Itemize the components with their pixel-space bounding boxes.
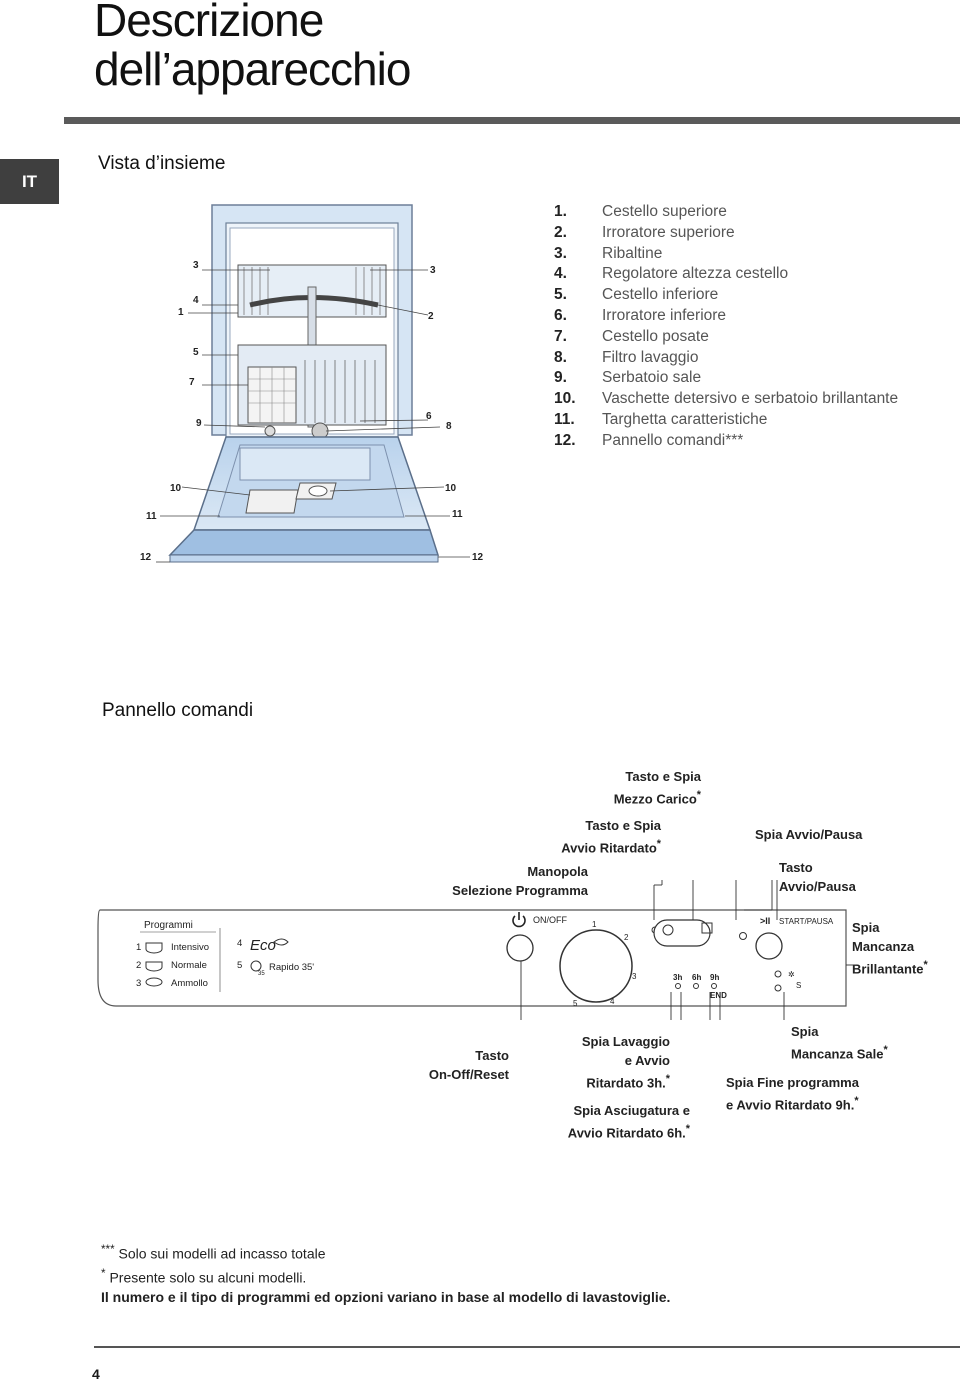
wash-led-label: Spia Lavaggio e Avvio Ritardato 3h.*	[581, 1034, 670, 1091]
svg-text:3: 3	[632, 972, 637, 981]
half-load-label: Tasto e Spia Mezzo Carico*	[613, 769, 701, 807]
delay-start-label: Tasto e Spia Avvio Ritardato*	[561, 818, 661, 856]
callout-12-right: 12	[472, 552, 484, 563]
clock-icon	[662, 924, 674, 936]
onoff-label: Tasto On-Off/Reset	[428, 1048, 509, 1082]
list-item: 10.Vaschette detersivo e serbatoio brill…	[554, 390, 899, 408]
program-4-name: Eco	[250, 937, 276, 954]
start-led-label: Spia Avvio/Pausa	[755, 827, 863, 842]
pot-icon	[145, 942, 163, 954]
program-3-name: Ammollo	[171, 978, 208, 989]
callout-10-left: 10	[170, 483, 182, 494]
list-item: 12.Pannello comandi***	[554, 431, 744, 449]
salt-led-label: Spia Mancanza Sale*	[791, 1024, 888, 1062]
list-item: 6.Irroratore inferiore	[554, 306, 727, 324]
power-icon	[512, 912, 526, 928]
footnote-3: Il numero e il tipo di programmi ed opzi…	[101, 1289, 671, 1306]
program-4-num: 4	[237, 938, 242, 949]
program-2-name: Normale	[171, 960, 207, 971]
start-pause-button	[755, 932, 783, 960]
program-5-name: Rapido 35'	[269, 962, 314, 973]
list-item: 9.Serbatoio sale	[554, 369, 702, 387]
rinse-aid-label: Spia Mancanza Brillantante*	[852, 920, 928, 977]
start-led	[739, 932, 747, 940]
title-rule	[64, 117, 960, 124]
callout-3-right: 3	[430, 265, 436, 276]
program-5-num: 5	[237, 960, 242, 971]
language-tab: IT	[0, 159, 59, 204]
list-item: 5.Cestello inferiore	[554, 286, 719, 304]
footnotes: *** Solo sui modelli ad incasso totale *…	[101, 1240, 670, 1307]
svg-text:4: 4	[610, 997, 615, 1006]
callout-6: 6	[426, 411, 432, 422]
list-item: 8.Filtro lavaggio	[554, 348, 699, 366]
half-load-icon	[701, 922, 713, 934]
svg-text:1: 1	[592, 920, 597, 929]
bottom-rule	[94, 1346, 960, 1348]
program-1-name: Intensivo	[171, 942, 209, 953]
list-item: 3.Ribaltine	[554, 244, 663, 262]
program-3-num: 3	[136, 978, 141, 989]
dry-led-label: Spia Asciugatura e Avvio Ritardato 6h.*	[567, 1103, 690, 1141]
control-panel-illustration: Programmi 1 Intensivo 2 Normale 3 Ammoll…	[97, 880, 856, 1020]
start-button-label: Tasto Avvio/Pausa	[779, 860, 856, 894]
list-item: 1.Cestello superiore	[554, 203, 727, 220]
end-led-label: Spia Fine programma e Avvio Ritardato 9h…	[726, 1075, 859, 1113]
page-number: 4	[92, 1366, 100, 1382]
play-pause-icon: >II	[760, 916, 770, 926]
callout-5: 5	[193, 347, 199, 358]
callout-3-left: 3	[193, 260, 199, 271]
start-pausa-print: START/PAUSA	[779, 917, 834, 926]
timer-icon	[250, 960, 262, 972]
callout-10-right: 10	[445, 483, 457, 494]
svg-text:2: 2	[624, 933, 629, 942]
callout-2: 2	[428, 311, 434, 322]
callout-8: 8	[446, 421, 452, 432]
svg-text:3h: 3h	[673, 973, 682, 982]
program-2-num: 2	[136, 960, 141, 971]
program-5-badge: 35	[258, 971, 265, 977]
footnote-2: * Presente solo su alcuni modelli.	[101, 1266, 307, 1286]
title-line-2: dell’apparecchio	[94, 43, 411, 95]
onoff-print: ON/OFF	[533, 915, 567, 925]
callout-12-left: 12	[140, 552, 152, 563]
page-title: Descrizione dell’apparecchio	[94, 0, 411, 95]
dishwasher-illustration: 3 4 1 5 7 9 3 2 6 8 10 10 11 11 12 12	[140, 204, 484, 563]
svg-text:5: 5	[573, 999, 578, 1008]
list-item: 7.Cestello posate	[554, 327, 709, 345]
panel-heading: Pannello comandi	[102, 700, 254, 721]
callout-7: 7	[189, 377, 195, 388]
svg-text:6h: 6h	[692, 973, 701, 982]
program-1-num: 1	[136, 942, 141, 953]
callout-11-right: 11	[452, 509, 463, 520]
footnote-1: *** Solo sui modelli ad incasso totale	[101, 1243, 326, 1262]
salt-led	[774, 984, 782, 992]
program-knob-label: Manopola Selezione Programma	[452, 864, 588, 898]
svg-text:END: END	[710, 991, 727, 1000]
programs-title: Programmi	[144, 920, 193, 931]
callout-4: 4	[193, 295, 199, 306]
parts-list: 1.Cestello superiore 2.Irroratore superi…	[554, 202, 898, 452]
bowl-icon	[145, 977, 163, 987]
pan-icon	[145, 961, 163, 972]
rinse-aid-led	[774, 970, 782, 978]
list-item: 4.Regolatore altezza cestello	[554, 265, 789, 283]
callout-11-left: 11	[146, 511, 157, 522]
list-item: 11.Targhetta caratteristiche	[554, 410, 768, 428]
leaf-icon	[273, 938, 289, 946]
title-line-1: Descrizione	[94, 0, 324, 46]
overview-heading: Vista d’insieme	[98, 153, 226, 174]
program-knob	[559, 929, 633, 1003]
callout-1: 1	[178, 307, 184, 318]
onoff-button	[506, 934, 534, 962]
salt-print: S	[796, 981, 801, 990]
list-item: 2.Irroratore superiore	[554, 223, 735, 241]
sparkle-icon: ✲	[788, 970, 795, 979]
callout-9: 9	[196, 418, 202, 429]
svg-text:9h: 9h	[710, 973, 719, 982]
